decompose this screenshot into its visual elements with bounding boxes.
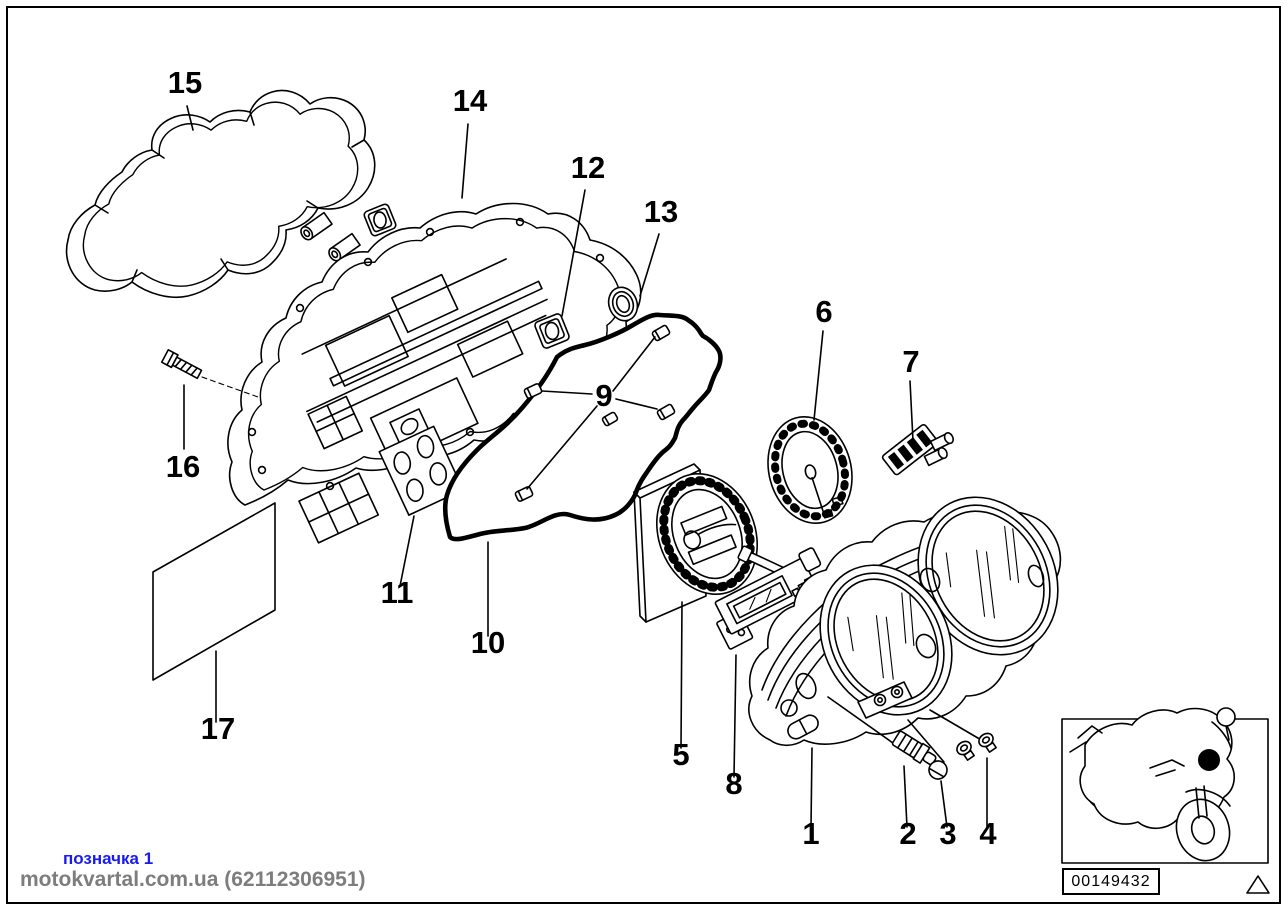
part-7-connector — [881, 423, 954, 476]
callout-7: 7 — [902, 344, 919, 379]
part-11-bulb-plate — [378, 408, 465, 516]
callout-labels: 15 14 12 13 16 9 6 7 11 10 17 5 8 1 2 3 … — [166, 65, 998, 851]
cover-mount-bracket — [857, 681, 913, 719]
location-pictogram — [1061, 707, 1270, 894]
callout-9: 9 — [595, 378, 612, 413]
part-13-round-grommet — [607, 286, 639, 322]
callout-1: 1 — [802, 816, 819, 851]
callout-4: 4 — [979, 816, 997, 851]
callout-6: 6 — [815, 294, 832, 329]
part-12-square-grommet — [534, 313, 570, 349]
callout-2: 2 — [899, 816, 916, 851]
part-12-square-grommet — [363, 203, 397, 237]
callout-14: 14 — [453, 83, 488, 118]
callout-11: 11 — [381, 575, 414, 610]
part-17-sticker — [152, 502, 276, 681]
location-dot — [1198, 749, 1220, 771]
part-9-clips — [514, 324, 676, 502]
callout-17: 17 — [201, 711, 235, 746]
note-text: позначка 1 — [63, 849, 154, 868]
leader-lines — [183, 105, 988, 828]
motorcycle-icon — [1069, 707, 1236, 862]
part-1-front-cover — [748, 496, 1062, 763]
watermark-text: motokvartal.com.ua (62112306951) — [20, 868, 366, 891]
left-lens — [819, 564, 953, 716]
screw-axis-line — [201, 376, 259, 398]
page-border — [6, 6, 1281, 904]
part-3-cap — [928, 760, 948, 780]
callout-8: 8 — [725, 766, 742, 801]
right-lens — [917, 496, 1059, 656]
callout-10: 10 — [471, 625, 505, 660]
part-15-seal-frame — [65, 89, 376, 298]
callout-12: 12 — [571, 150, 605, 185]
part-2-bulb-socket — [891, 730, 937, 766]
image-code: 00149432 — [1062, 868, 1160, 895]
part-4-screws — [956, 732, 997, 761]
callout-5: 5 — [672, 737, 689, 772]
housing-internals — [298, 258, 548, 544]
callout-15: 15 — [168, 65, 202, 100]
part-10-gasket — [443, 312, 723, 542]
seal-frame-hatches — [94, 111, 365, 283]
part-6-tachometer-dial — [767, 415, 853, 525]
cover-indicator-cutouts — [780, 564, 1045, 740]
triangle-mark — [1246, 875, 1270, 894]
part-16-screw — [160, 349, 259, 398]
fastener-axis-lines — [827, 696, 984, 763]
callout-16: 16 — [166, 449, 200, 484]
callout-3: 3 — [939, 816, 956, 851]
callout-13: 13 — [644, 194, 678, 229]
